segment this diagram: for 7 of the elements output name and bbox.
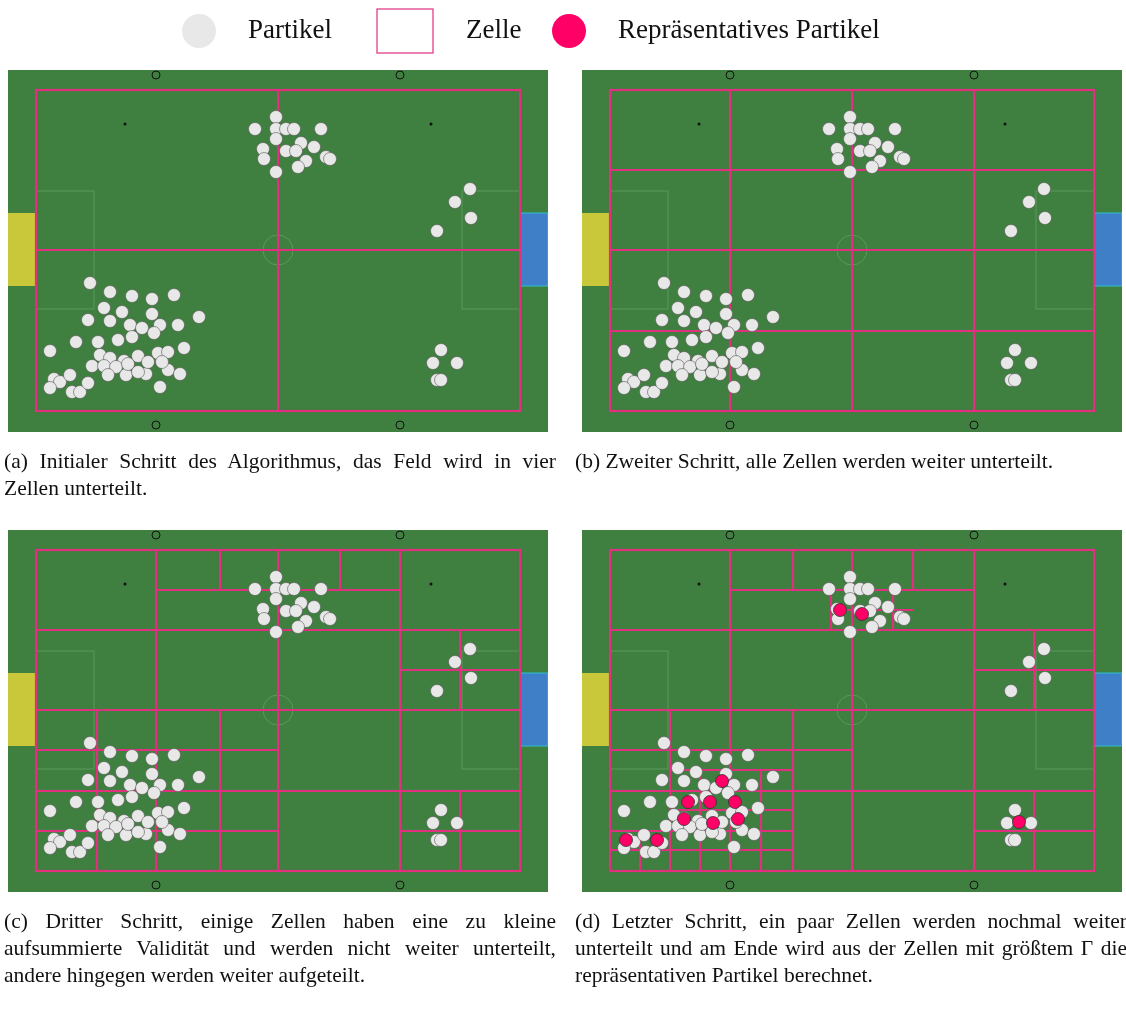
figure-caption: (b) Zweiter Schritt, alle Zellen werden weiter unterteilt. <box>575 448 1055 475</box>
figure-caption: (a) Initialer Schritt des Algorithmus, das Feld wird in vier Zellen unterteilt. <box>4 448 556 502</box>
legend-label: Zelle <box>466 14 522 45</box>
legend-label: Partikel <box>248 14 332 45</box>
legend-label: Repräsentatives Partikel <box>618 14 880 45</box>
figure-caption: (d) Letzter Schritt, ein paar Zellen werden nochmal weiter unterteilt und am Ende wird aus der Zellen mit größtem Γ die repräsentativen Partikel berechnet. <box>575 908 1126 989</box>
figure-caption: (c) Dritter Schritt, einige Zellen haben eine zu kleine aufsummierte Validität und werden nicht weiter unterteilt, andere hingegen werden weiter aufgeteilt. <box>4 908 556 989</box>
